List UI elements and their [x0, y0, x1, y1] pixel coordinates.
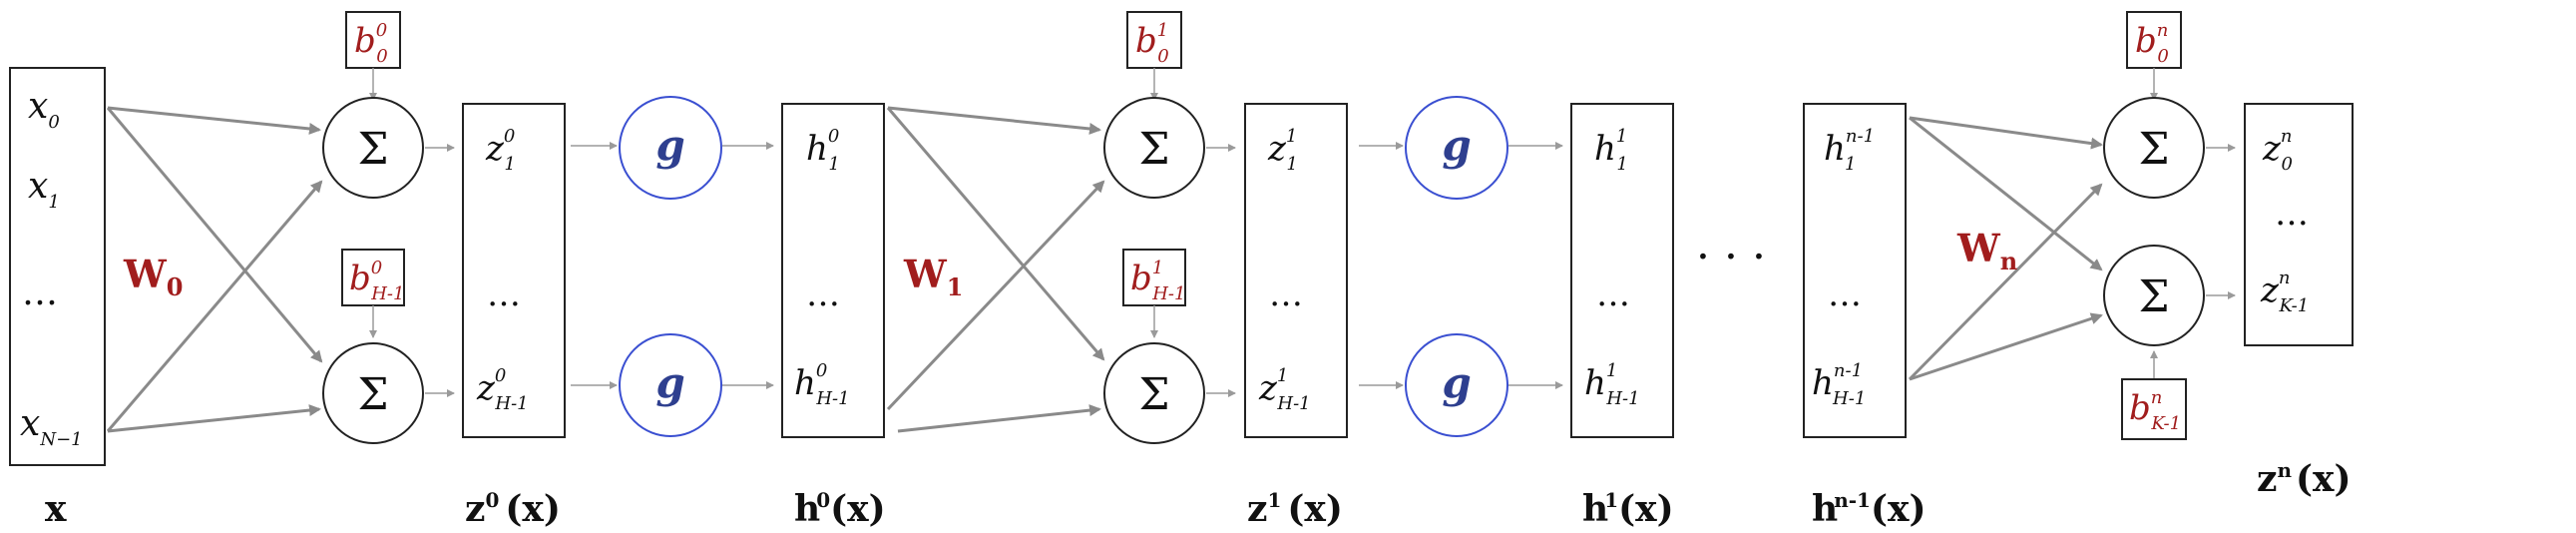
- layer0-sum-node-top: [322, 97, 424, 199]
- middle-ellipsis: · · ·: [1696, 232, 1766, 282]
- layer0-activation-top-symbol: g: [655, 121, 684, 170]
- layerN-h-label: hn-1(x): [1812, 488, 1926, 530]
- layerN-z-label: zn(x): [2257, 458, 2352, 500]
- layer0-bias-top-box: [345, 11, 401, 69]
- layer1-h-dots: …: [1596, 274, 1630, 314]
- input-x0: x0: [28, 86, 60, 133]
- layerN-h-dots: …: [1828, 274, 1862, 314]
- layer0-activation-bottom-symbol: g: [655, 358, 684, 407]
- weight-w1-label: W1: [903, 252, 963, 301]
- layer1-h-box: [1570, 103, 1674, 438]
- layer1-sum-node-bottom: [1103, 342, 1205, 444]
- weight-wn-label: Wn: [1956, 226, 2017, 275]
- layer0-activation-bottom: [619, 333, 722, 437]
- layer1-z-box: [1244, 103, 1348, 438]
- layer0-activation-top: [619, 96, 722, 200]
- layerN-bias-bottom-box: [2121, 378, 2187, 440]
- layer1-sum-node-top: [1103, 97, 1205, 199]
- layerN-z-box: [2244, 103, 2354, 346]
- layer1-activation-bottom-symbol: g: [1442, 358, 1471, 407]
- layerN-sum-top-symbol: Σ: [2138, 124, 2169, 175]
- layer0-h-label: h0(x): [794, 488, 886, 530]
- layer0-sum-top-symbol: Σ: [357, 124, 388, 175]
- input-vector: x0 x1 … xN−1 x: [9, 67, 106, 530]
- layerN-z-dots: …: [2275, 194, 2309, 234]
- input-xN: xN−1: [20, 403, 83, 450]
- layer0-sum-node-bottom: [322, 342, 424, 444]
- layer1-z-label: z1(x): [1247, 488, 1343, 530]
- weights-w0-arrows: [106, 106, 323, 433]
- layer1-sum-top-symbol: Σ: [1138, 124, 1169, 175]
- layer1-bias-bottom-box: [1122, 249, 1186, 306]
- layer0-z-dots: …: [487, 274, 521, 314]
- layerN-sum-bottom-symbol: Σ: [2138, 271, 2169, 322]
- weights-w1-arrows: [886, 106, 1105, 433]
- weight-w0-label: W0: [123, 252, 183, 301]
- layer0-z-box: [462, 103, 566, 438]
- layerN-sum-node-top: [2103, 97, 2205, 199]
- layer1-activation-top-symbol: g: [1442, 121, 1471, 170]
- layer0-z-label: z0(x): [465, 488, 561, 530]
- layer1-activation-top: [1405, 96, 1508, 200]
- input-label: x: [45, 488, 67, 530]
- layerN-h-box: [1803, 103, 1907, 438]
- layerN-sum-node-bottom: [2103, 245, 2205, 346]
- input-dots: …: [22, 272, 58, 313]
- layerN-bias-top-box: [2126, 11, 2182, 69]
- layer0-h-dots: …: [806, 274, 840, 314]
- layer1-bias-top-box: [1126, 11, 1182, 69]
- layer0-sum-bottom-symbol: Σ: [357, 369, 388, 420]
- layer1-h-label: h1(x): [1582, 488, 1674, 530]
- layer1-activation-bottom: [1405, 333, 1508, 437]
- layer1-z-dots: …: [1269, 274, 1303, 314]
- input-x1: x1: [28, 166, 60, 213]
- input-vector-box: [9, 67, 106, 466]
- layer0-h-box: [781, 103, 885, 438]
- layer1-sum-bottom-symbol: Σ: [1138, 369, 1169, 420]
